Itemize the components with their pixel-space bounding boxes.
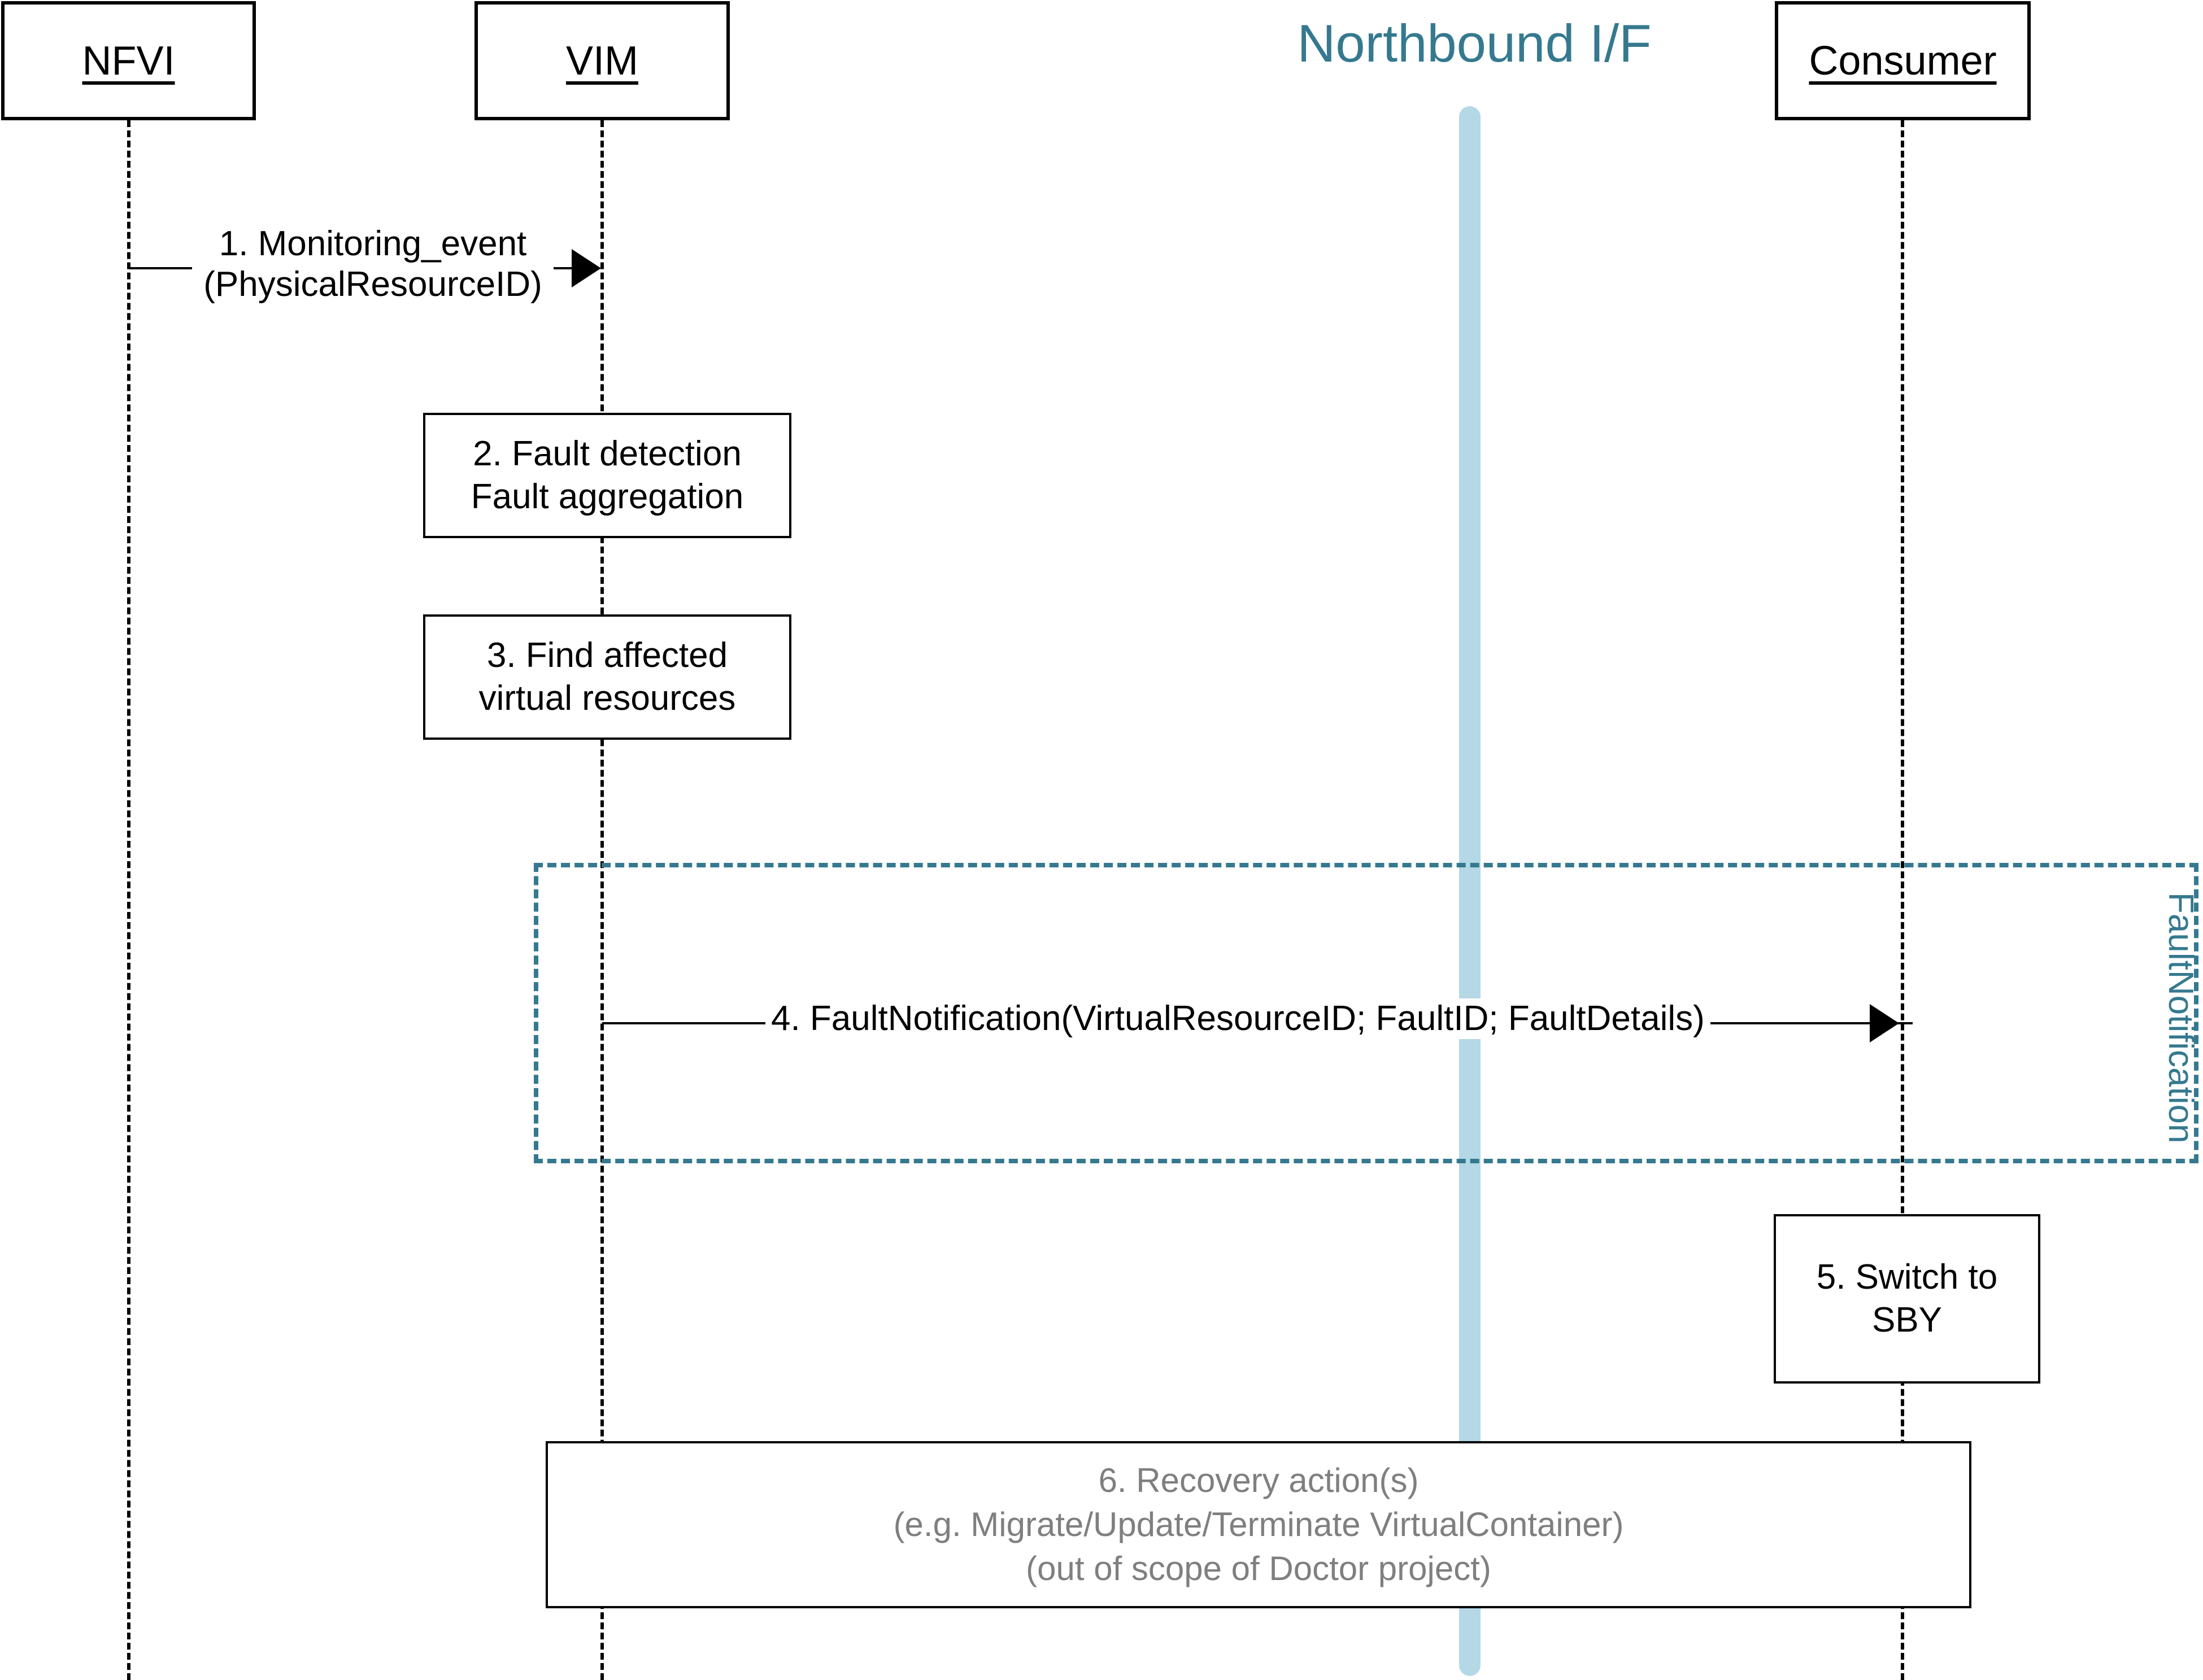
- northbound-interface-title: Northbound I/F: [1297, 14, 1652, 73]
- fault-notification-fragment-label: FaultNotification: [2065, 892, 2200, 1144]
- fault-notification-fragment-label-word1: Fault: [2161, 892, 2200, 970]
- fault-notification-fragment: [534, 863, 2198, 1163]
- message-1-label-line1: 1. Monitoring_event: [219, 224, 527, 263]
- activity-box-find-affected-resources[interactable]: 3. Find affected virtual resources: [423, 614, 791, 740]
- activity-box-find-affected-resources-line2: virtual resources: [478, 679, 736, 718]
- message-4-label: 4. FaultNotification(VirtualResourceID; …: [765, 998, 1710, 1039]
- recovery-action-box[interactable]: 6. Recovery action(s) (e.g. Migrate/Upda…: [546, 1441, 1971, 1608]
- activity-box-fault-detection-line1: 2. Fault detection: [473, 434, 742, 474]
- participant-nfvi[interactable]: NFVI: [1, 1, 256, 120]
- lifeline-nfvi: [127, 120, 130, 1680]
- northbound-interface-bar: [1459, 106, 1481, 1676]
- activity-box-switch-to-sby-line1: 5. Switch to: [1816, 1258, 1998, 1297]
- fault-notification-fragment-label-word2: Notification: [2161, 970, 2200, 1144]
- recovery-action-line3: (out of scope of Doctor project): [1026, 1550, 1491, 1587]
- activity-box-find-affected-resources-line1: 3. Find affected: [486, 636, 728, 675]
- activity-box-fault-detection-line2: Fault aggregation: [471, 477, 744, 516]
- lifeline-vim: [600, 120, 604, 1680]
- message-1-label-line2: (PhysicalResourceID): [203, 264, 542, 304]
- participant-nfvi-label: NFVI: [82, 38, 175, 84]
- recovery-action-line1: 6. Recovery action(s): [1098, 1461, 1419, 1499]
- activity-box-switch-to-sby-line2: SBY: [1871, 1301, 1943, 1339]
- activity-box-fault-detection[interactable]: 2. Fault detection Fault aggregation: [423, 413, 791, 538]
- participant-consumer-label: Consumer: [1809, 38, 1997, 84]
- message-1-arrowhead: [572, 249, 601, 287]
- message-1-label: 1. Monitoring_event (PhysicalResourceID): [192, 224, 554, 305]
- participant-vim-label: VIM: [565, 38, 638, 84]
- recovery-action-line2: (e.g. Migrate/Update/Terminate VirtualCo…: [893, 1506, 1624, 1543]
- message-4-arrowhead: [1870, 1004, 1899, 1042]
- activity-box-switch-to-sby[interactable]: 5. Switch to SBY: [1774, 1214, 2040, 1384]
- participant-consumer[interactable]: Consumer: [1775, 1, 2031, 120]
- participant-vim[interactable]: VIM: [474, 1, 730, 120]
- lifeline-consumer: [1901, 120, 1904, 1680]
